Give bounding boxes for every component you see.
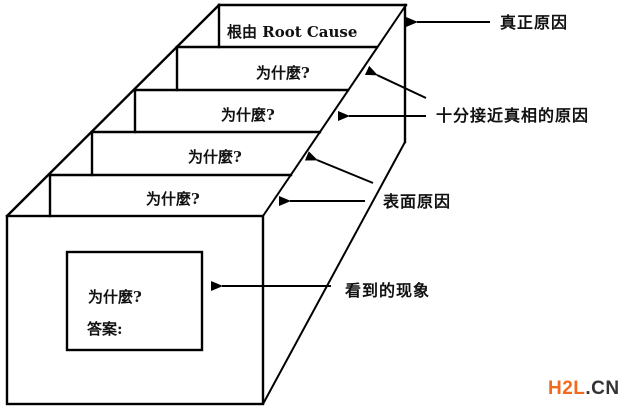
arrow-surface-upper — [304, 151, 374, 184]
top-right-diagonal-edge — [262, 4, 407, 217]
annotation-surface-cause: 表面原因 — [382, 192, 451, 211]
step-label-root-cause: 根由 Root Cause — [227, 23, 357, 41]
front-face — [5, 214, 265, 406]
arrow-near-truth-upper — [364, 65, 427, 99]
step-label-why-4: 为什麼? — [256, 64, 310, 82]
left-diagonal-edge — [5, 3, 221, 218]
step-label-why-3: 为什麼? — [221, 106, 275, 124]
watermark-suffix: .CN — [585, 378, 620, 399]
question-box — [65, 250, 204, 352]
watermark: H2L.CN — [548, 378, 620, 400]
question-box-answer-label: 答案: — [87, 320, 123, 338]
annotation-true-cause: 真正原因 — [500, 13, 568, 32]
annotation-near-truth-cause: 十分接近真相的原因 — [436, 106, 589, 125]
step-label-why-2: 为什麼? — [188, 148, 242, 166]
question-box-question: 为什麼? — [88, 288, 142, 306]
step-label-why-1: 为什麼? — [146, 190, 200, 208]
watermark-brand: H2L — [548, 378, 586, 399]
annotation-observed-phenomenon: 看到的现象 — [344, 281, 430, 300]
side-lower-diagonal-edge — [262, 141, 406, 405]
